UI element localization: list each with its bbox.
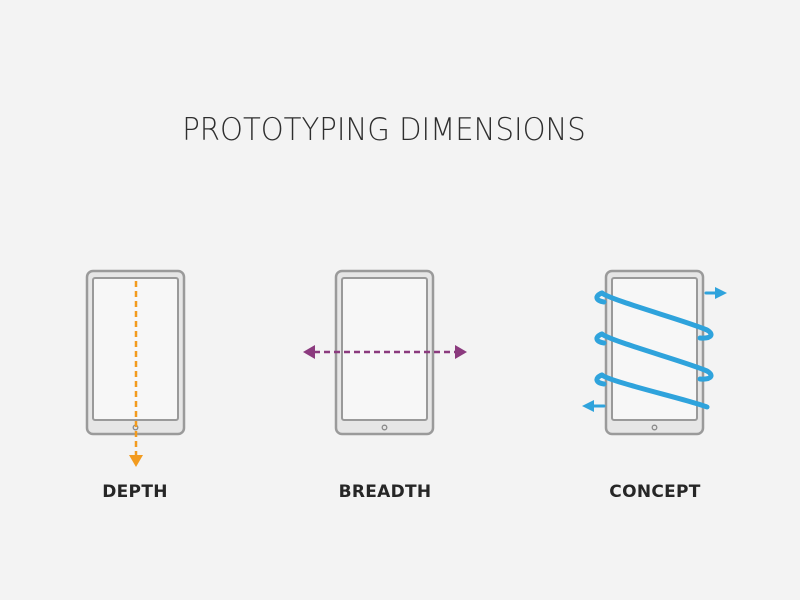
concept-arrowhead-left <box>582 400 594 412</box>
page-title: PROTOTYPING DIMENSIONS <box>182 112 586 148</box>
breadth-label: BREADTH <box>338 482 432 502</box>
concept-spiral-arrow <box>591 290 718 410</box>
depth-label: DEPTH <box>102 482 168 502</box>
concept-arrowhead-right <box>715 287 727 299</box>
concept-label: CONCEPT <box>609 482 701 502</box>
depth-arrow <box>129 281 143 467</box>
breadth-arrow <box>303 345 467 359</box>
